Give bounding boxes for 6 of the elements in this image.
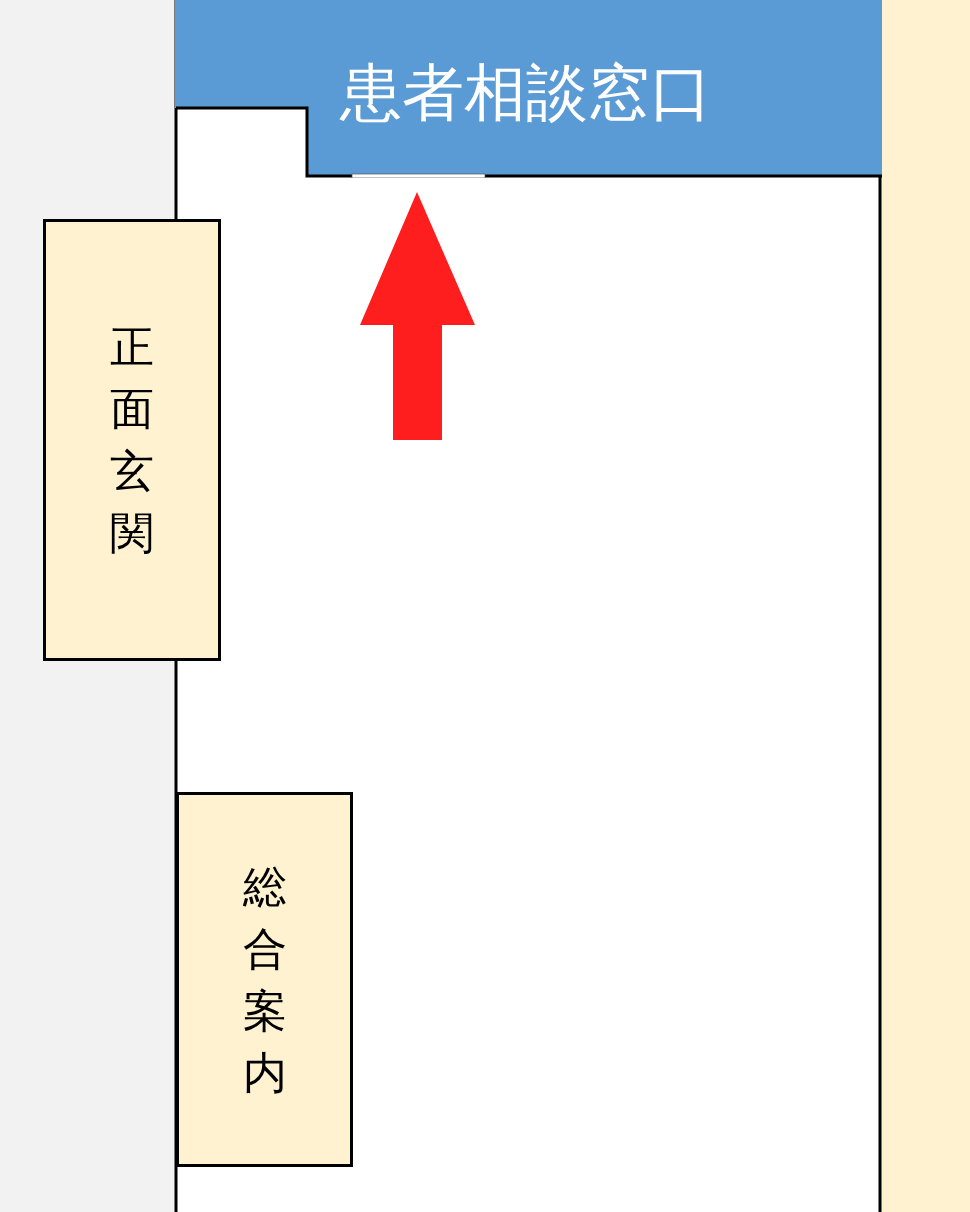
room-label: 正面玄関 [109, 320, 155, 560]
room-box [176, 792, 353, 1167]
room-box [43, 219, 221, 661]
area-label: 患者相談窓口 [340, 62, 712, 124]
counter-area [175, 0, 882, 178]
room-label: 総合案内 [241, 859, 288, 1100]
